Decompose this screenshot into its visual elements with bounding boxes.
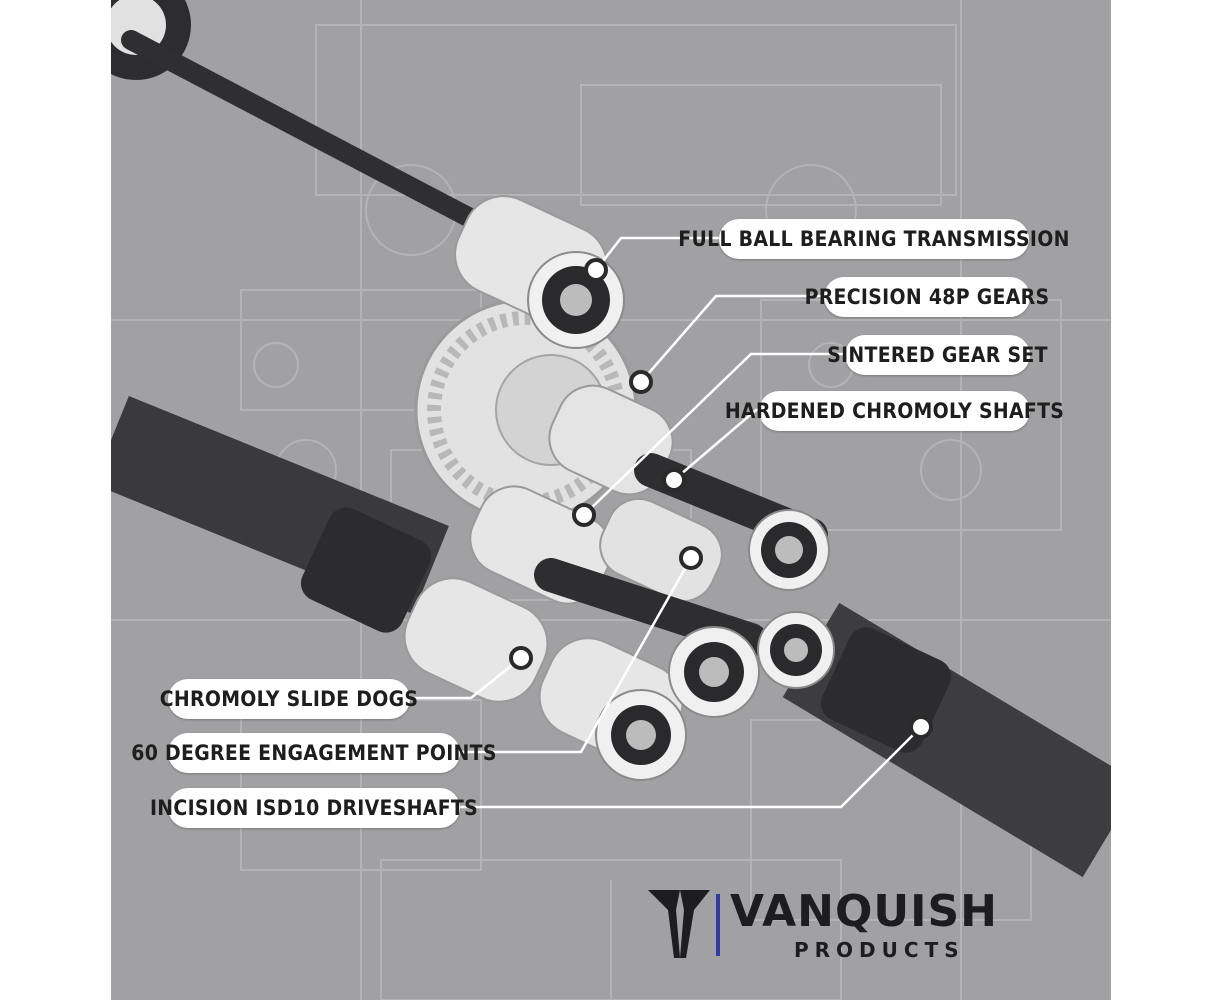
brand-logo: VANQUISH PRODUCTS: [646, 880, 1086, 970]
callout-precision-gears-label: PRECISION 48P GEARS: [804, 285, 1050, 309]
callout-hardened-shafts-label: HARDENED CHROMOLY SHAFTS: [724, 399, 1065, 423]
brand-divider: [716, 894, 720, 956]
callout-engagement-points-label: 60 DEGREE ENGAGEMENT POINTS: [131, 741, 497, 765]
brand-sub: PRODUCTS: [794, 938, 965, 962]
callout-full-ball-bearing: FULL BALL BEARING TRANSMISSION: [678, 219, 1069, 259]
callout-full-ball-bearing-label: FULL BALL BEARING TRANSMISSION: [678, 227, 1070, 251]
callout-engagement-points: 60 DEGREE ENGAGEMENT POINTS: [131, 733, 496, 773]
callout-slide-dogs-label: CHROMOLY SLIDE DOGS: [159, 687, 419, 711]
callout-sintered-gear-set-label: SINTERED GEAR SET: [827, 343, 1048, 367]
vanquish-mark-icon: [648, 890, 710, 958]
brand-name: VANQUISH: [730, 886, 998, 937]
product-canvas: FULL BALL BEARING TRANSMISSION PRECISION…: [111, 0, 1111, 1000]
callout-precision-gears: PRECISION 48P GEARS: [805, 277, 1049, 317]
callout-driveshafts-label: INCISION ISD10 DRIVESHAFTS: [149, 796, 479, 820]
callout-slide-dogs: CHROMOLY SLIDE DOGS: [160, 679, 418, 719]
left-ujoint: [300, 507, 432, 633]
leader-lines: [409, 236, 922, 809]
callout-sintered-gear-set: SINTERED GEAR SET: [827, 335, 1048, 375]
right-bearing: [748, 509, 830, 591]
leader-dots: [509, 258, 933, 739]
callout-driveshafts: INCISION ISD10 DRIVESHAFTS: [150, 788, 478, 828]
upper-driveshaft: [121, 30, 541, 260]
callout-hardened-shafts: HARDENED CHROMOLY SHAFTS: [725, 391, 1064, 431]
transmission-illustration: [111, 0, 1111, 1000]
